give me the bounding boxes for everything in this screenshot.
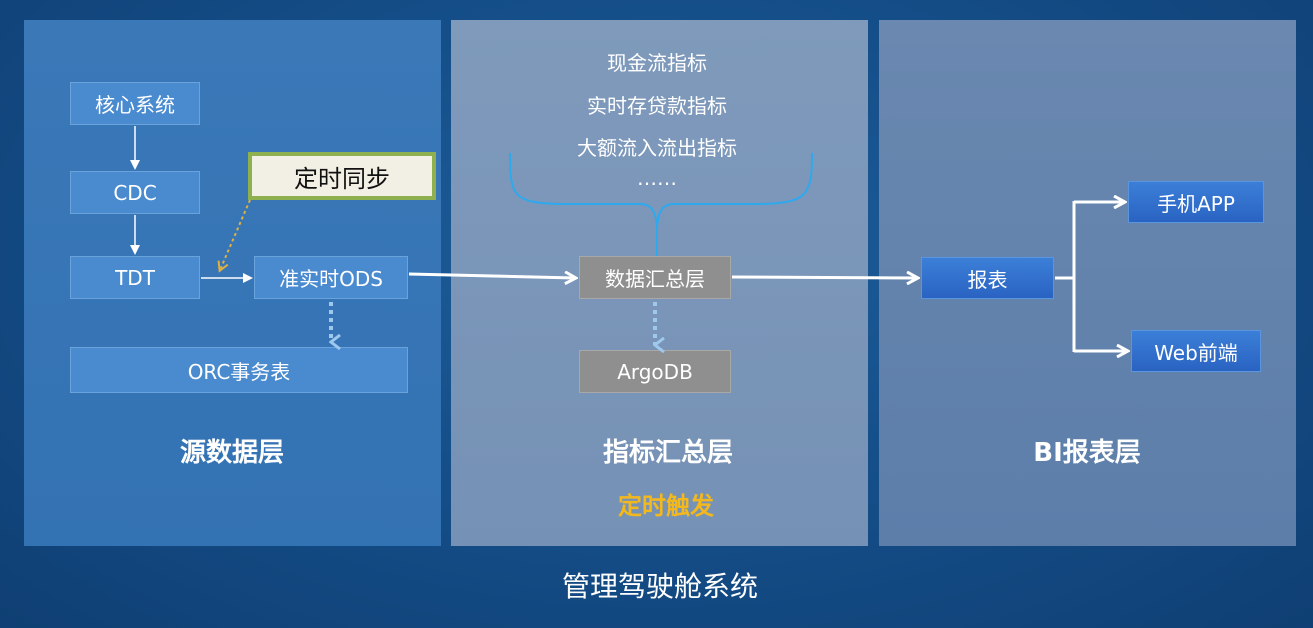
metric-item: 大额流入流出指标 [577, 136, 737, 160]
report-node: 报表 [921, 257, 1054, 299]
orc-transaction-table-node: ORC事务表 [70, 347, 408, 393]
timed-sync-callout: 定时同步 [248, 152, 436, 200]
mobile-app-node: 手机APP [1128, 181, 1264, 223]
cdc-node: CDC [70, 171, 200, 214]
metrics-layer-title: 指标汇总层 [602, 438, 734, 468]
data-summary-layer-node: 数据汇总层 [579, 256, 731, 299]
bi-layer-title: BI报表层 [1033, 438, 1141, 468]
web-frontend-node: Web前端 [1131, 330, 1261, 372]
metric-item: 实时存贷款指标 [587, 94, 727, 118]
tdt-node: TDT [70, 256, 200, 299]
metric-item: 现金流指标 [607, 51, 707, 75]
near-realtime-ods-node: 准实时ODS [254, 256, 408, 299]
source-layer-title: 源数据层 [179, 438, 285, 468]
core-system-node: 核心系统 [70, 82, 200, 125]
timed-trigger-label: 定时触发 [618, 492, 714, 520]
system-title: 管理驾驶舱系统 [561, 570, 759, 603]
metric-item: …… [637, 166, 677, 190]
argodb-node: ArgoDB [579, 350, 731, 393]
